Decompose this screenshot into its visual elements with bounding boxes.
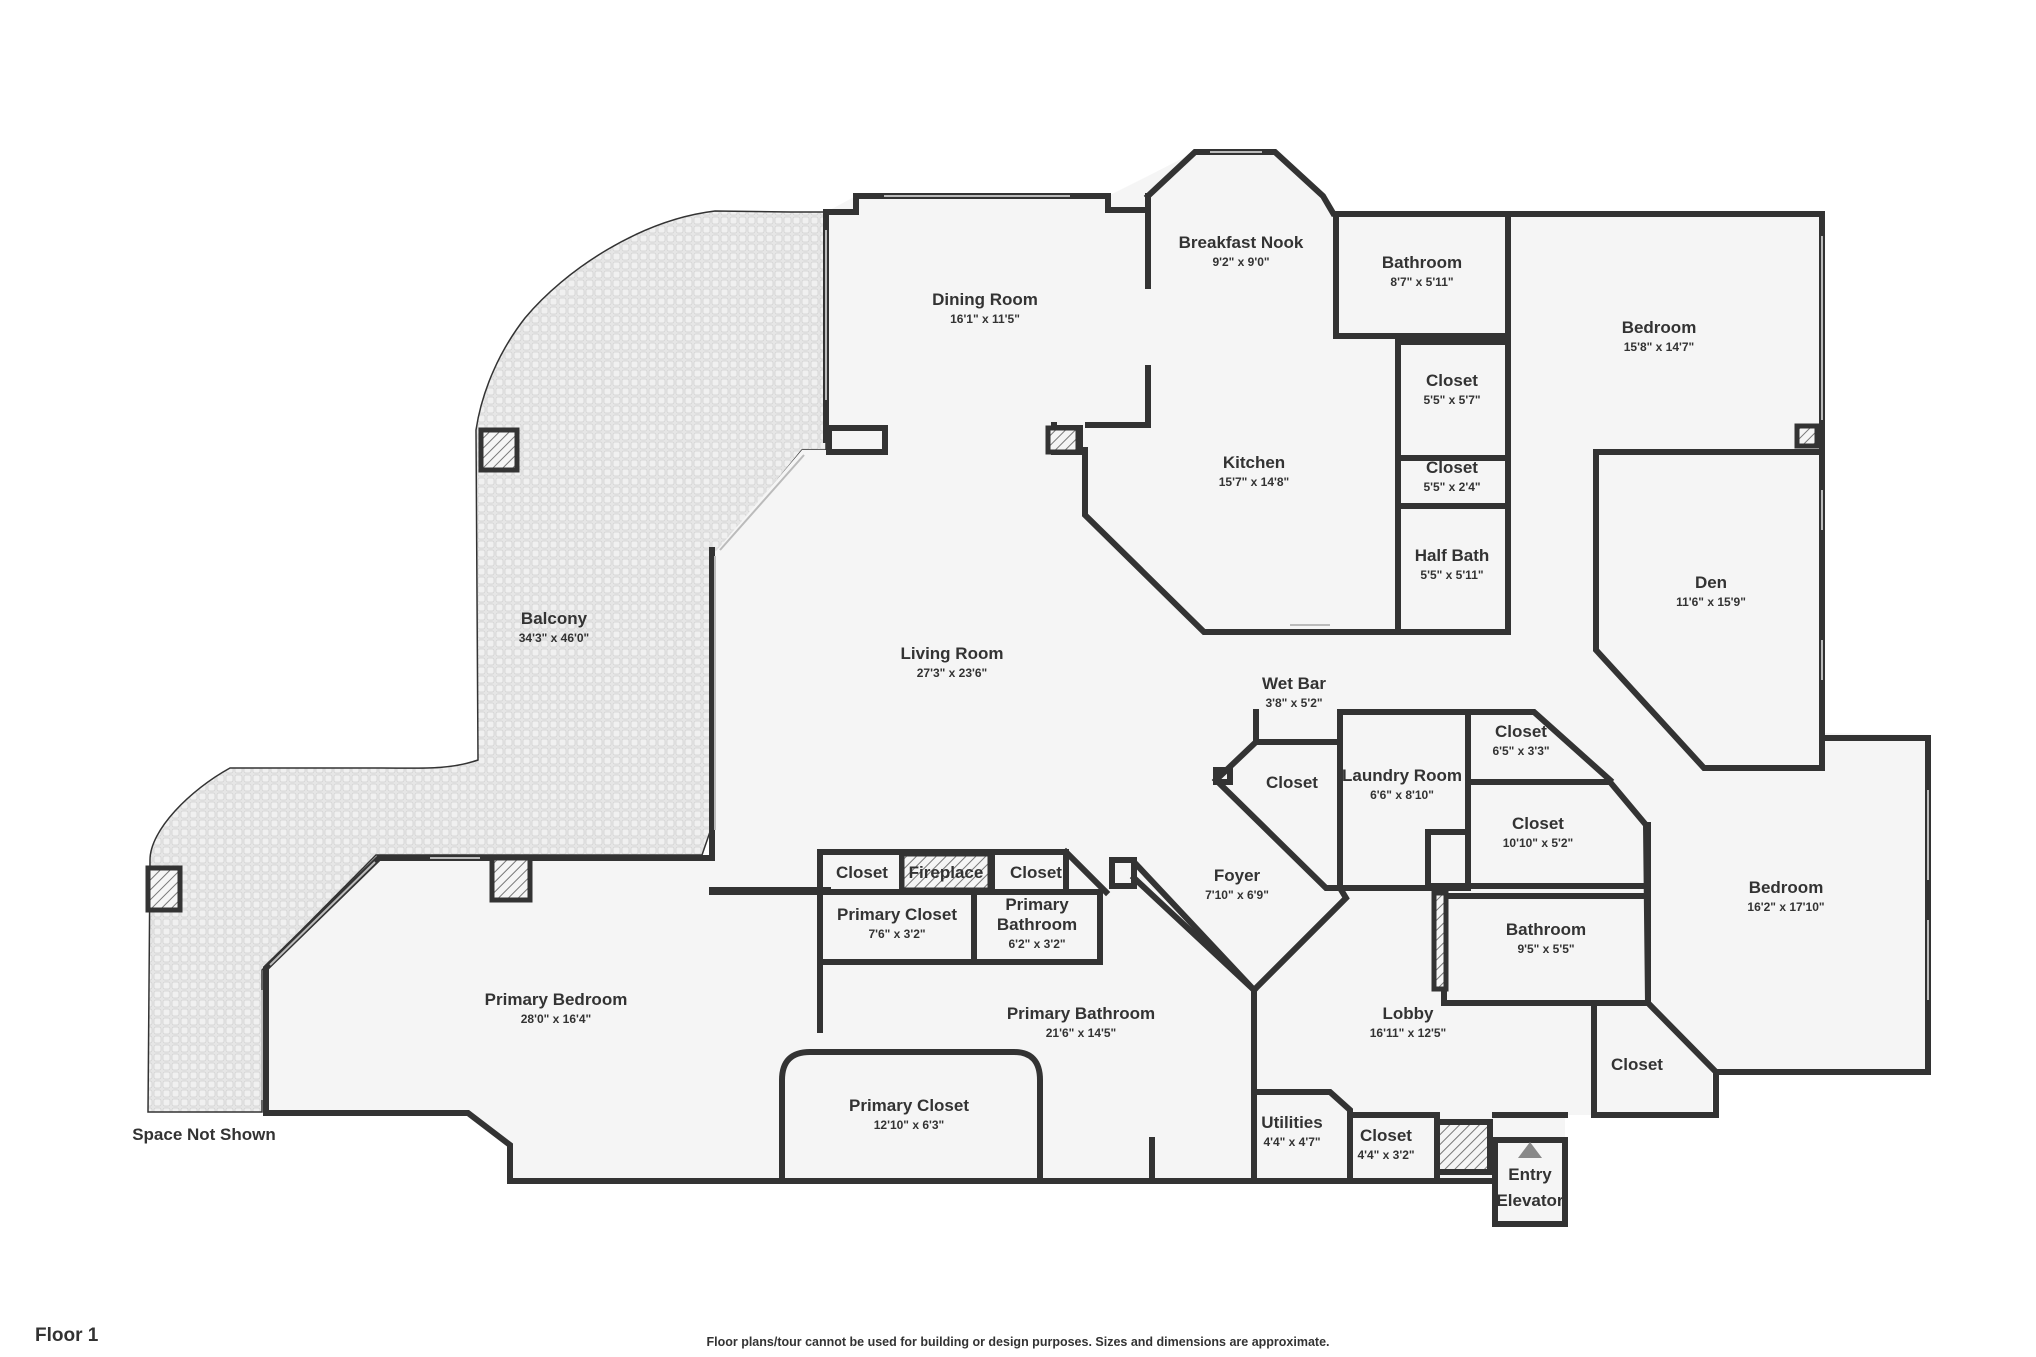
closet-util-name: Closet: [1360, 1126, 1412, 1145]
primary-closet-small-dim: 7'6" x 3'2": [868, 927, 925, 941]
closet-c-name: Closet: [1495, 722, 1547, 741]
bathroom-top-dim: 8'7" x 5'11": [1390, 275, 1453, 289]
laundry-room-dim: 6'6" x 8'10": [1370, 788, 1434, 802]
elevator-arrow-icon: [1518, 1142, 1542, 1158]
laundry-room-name: Laundry Room: [1342, 766, 1462, 785]
lobby-name: Lobby: [1383, 1004, 1435, 1023]
bathroom-top-name: Bathroom: [1382, 253, 1462, 272]
half-bath-dim: 5'5" x 5'11": [1420, 568, 1483, 582]
primary-closet-small-name: Primary Closet: [837, 905, 957, 924]
primary-closet-name: Primary Closet: [849, 1096, 969, 1115]
closet-util-dim: 4'4" x 3'2": [1357, 1148, 1414, 1162]
half-bath-name: Half Bath: [1415, 546, 1490, 565]
pillars: [145, 423, 1820, 992]
breakfast-nook-name: Breakfast Nook: [1179, 233, 1304, 252]
kitchen-dim: 15'7" x 14'8": [1219, 475, 1289, 489]
closet-lr1-name: Closet: [836, 863, 888, 882]
entry-name: Entry: [1508, 1165, 1552, 1184]
windows: [261, 151, 1929, 1100]
bedroom-top-name: Bedroom: [1622, 318, 1697, 337]
primary-bedroom-name: Primary Bedroom: [485, 990, 628, 1009]
closet-lobby-name: Closet: [1611, 1055, 1663, 1074]
den-dim: 11'6" x 15'9": [1676, 595, 1746, 609]
primary-bathroom-dim: 21'6" x 14'5": [1046, 1026, 1116, 1040]
kitchen-name: Kitchen: [1223, 453, 1285, 472]
closet-c-dim: 6'5" x 3'3": [1492, 744, 1549, 758]
room-labels: Balcony 34'3" x 46'0" Dining Room 16'1" …: [132, 233, 1824, 1210]
wet-bar-name: Wet Bar: [1262, 674, 1326, 693]
fireplace-name: Fireplace: [909, 863, 984, 882]
bedroom-top-dim: 15'8" x 14'7": [1624, 340, 1694, 354]
dining-room-dim: 16'1" x 11'5": [950, 312, 1020, 326]
bathroom-right-name: Bathroom: [1506, 920, 1586, 939]
closet-lr2-name: Closet: [1010, 863, 1062, 882]
primary-bedroom-dim: 28'0" x 16'4": [521, 1012, 591, 1026]
bedroom-right-name: Bedroom: [1749, 878, 1824, 897]
primary-bathroom-name: Primary Bathroom: [1007, 1004, 1155, 1023]
bedroom-right-dim: 16'2" x 17'10": [1747, 900, 1824, 914]
disclaimer-text: Floor plans/tour cannot be used for buil…: [706, 1335, 1330, 1349]
floor-label: Floor 1: [35, 1325, 99, 1346]
breakfast-nook-dim: 9'2" x 9'0": [1212, 255, 1269, 269]
closet-wetbar-name: Closet: [1266, 773, 1318, 792]
closet-d-dim: 10'10" x 5'2": [1503, 836, 1573, 850]
closet-d-name: Closet: [1512, 814, 1564, 833]
den-name: Den: [1695, 573, 1727, 592]
foyer-name: Foyer: [1214, 866, 1261, 885]
space-not-shown-label: Space Not Shown: [132, 1125, 276, 1144]
primary-bathroom-small-name-line2: Bathroom: [997, 915, 1077, 934]
foyer-dim: 7'10" x 6'9": [1205, 888, 1269, 902]
closet-b-name: Closet: [1426, 458, 1478, 477]
closet-a-dim: 5'5" x 5'7": [1423, 393, 1480, 407]
utilities-name: Utilities: [1261, 1113, 1322, 1132]
primary-closet-dim: 12'10" x 6'3": [874, 1118, 944, 1132]
balcony-dim: 34'3" x 46'0": [519, 631, 589, 645]
balcony-name: Balcony: [521, 609, 588, 628]
balcony-area: [147, 210, 827, 1113]
utilities-dim: 4'4" x 4'7": [1263, 1135, 1320, 1149]
elevator-name: Elevator: [1496, 1191, 1563, 1210]
lobby-dim: 16'11" x 12'5": [1370, 1026, 1446, 1040]
living-room-dim: 27'3" x 23'6": [917, 666, 987, 680]
dining-room-name: Dining Room: [932, 290, 1038, 309]
wet-bar-dim: 3'8" x 5'2": [1265, 696, 1322, 710]
interior-floor: [266, 152, 1928, 1222]
primary-bathroom-small-name-line1: Primary: [1005, 895, 1069, 914]
closet-a-name: Closet: [1426, 371, 1478, 390]
living-room-name: Living Room: [901, 644, 1004, 663]
bathroom-right-dim: 9'5" x 5'5": [1517, 942, 1574, 956]
closet-b-dim: 5'5" x 2'4": [1423, 480, 1480, 494]
primary-bathroom-small-dim: 6'2" x 3'2": [1008, 937, 1065, 951]
